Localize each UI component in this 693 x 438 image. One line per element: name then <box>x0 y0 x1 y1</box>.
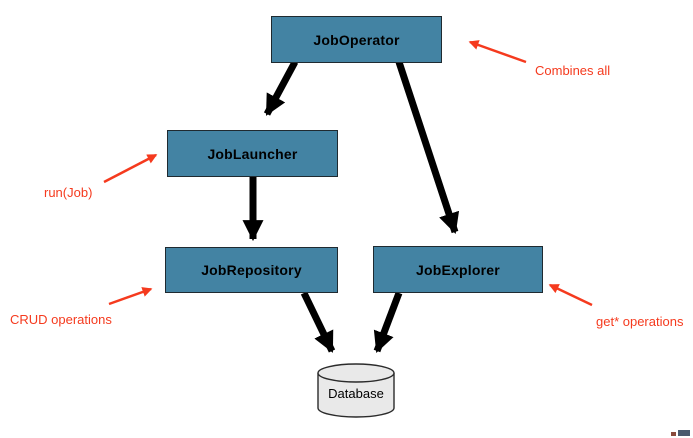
annotation-arrow-combines-all <box>468 40 527 64</box>
node-joboperator: JobOperator <box>271 16 442 63</box>
edge-joboperator-jobexplorer <box>395 60 460 234</box>
edge-jobexplorer-database <box>373 291 403 353</box>
corner-fragment-left <box>671 432 676 436</box>
edge-jobrepository-database <box>300 291 336 353</box>
corner-fragment-right <box>678 430 690 436</box>
annotation-arrow-get-operations <box>548 283 593 307</box>
node-jobexplorer: JobExplorer <box>373 246 543 293</box>
annotation-crud-operations: CRUD operations <box>10 312 112 327</box>
node-jobrepository: JobRepository <box>165 247 338 293</box>
annotation-arrow-crud-operations <box>108 287 153 306</box>
database-cylinder-icon <box>317 363 395 418</box>
annotation-combines-all: Combines all <box>535 63 611 78</box>
annotation-run-job: run(Job) <box>44 185 93 200</box>
node-joboperator-label: JobOperator <box>313 31 400 48</box>
annotation-get-operations: get* operations <box>596 314 684 329</box>
node-jobrepository-label: JobRepository <box>201 262 302 278</box>
node-joblauncher: JobLauncher <box>167 130 338 177</box>
edge-joboperator-joblauncher <box>263 60 299 116</box>
node-database-label: Database <box>328 386 384 401</box>
annotation-arrow-run-job <box>103 153 158 184</box>
node-jobexplorer-label: JobExplorer <box>416 261 500 278</box>
node-database: Database <box>316 362 396 420</box>
node-joblauncher-label: JobLauncher <box>207 145 298 162</box>
